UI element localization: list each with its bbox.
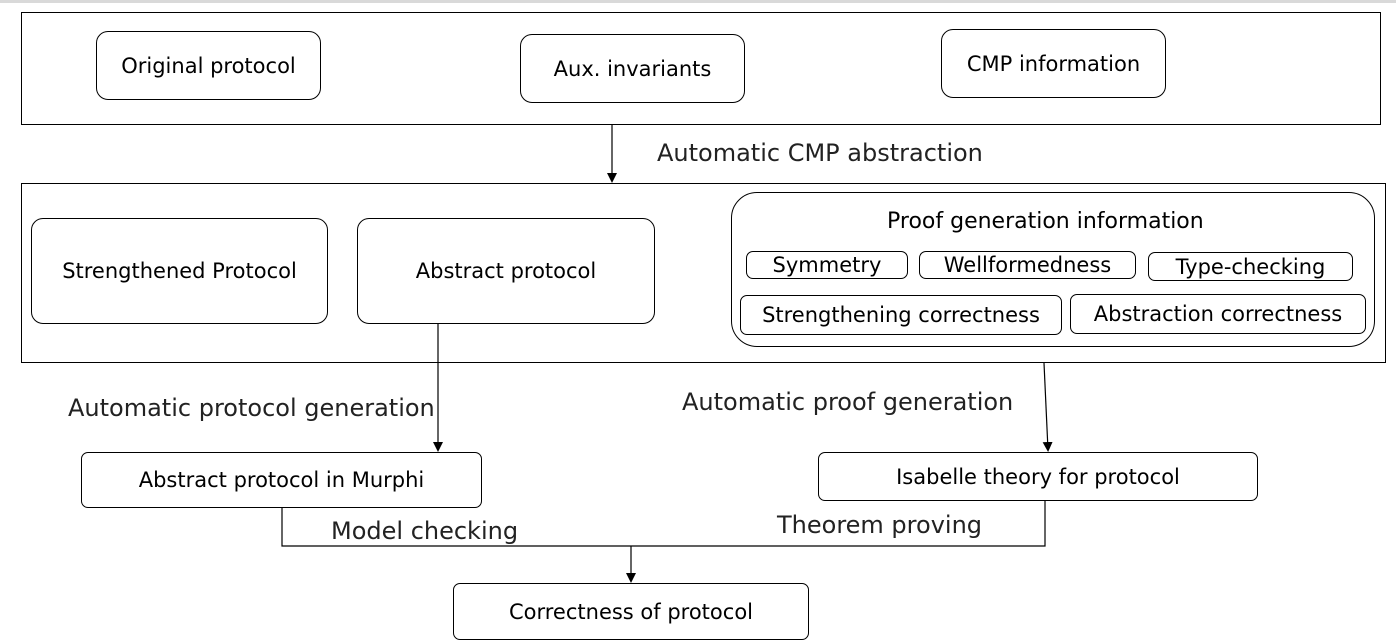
type-checking-box: Type-checking — [1148, 252, 1353, 281]
original-protocol-box: Original protocol — [96, 31, 321, 100]
theorem-proving-label: Theorem proving — [777, 511, 983, 539]
strengthening-correctness-box: Strengthening correctness — [740, 295, 1062, 335]
protocol-generation-label: Automatic protocol generation — [68, 394, 435, 422]
proof-generation-label: Automatic proof generation — [682, 388, 1014, 416]
top-border — [0, 0, 1396, 3]
model-checking-label: Model checking — [331, 517, 519, 545]
cmp-abstraction-label: Automatic CMP abstraction — [657, 139, 983, 167]
abstraction-correctness-box: Abstraction correctness — [1070, 294, 1366, 334]
proof-info-title: Proof generation information — [887, 209, 1204, 234]
murphi-protocol-box: Abstract protocol in Murphi — [81, 452, 482, 508]
isabelle-theory-box: Isabelle theory for protocol — [818, 452, 1258, 501]
aux-invariants-box: Aux. invariants — [520, 34, 745, 103]
strengthened-protocol-box: Strengthened Protocol — [31, 218, 328, 324]
abstract-protocol-box: Abstract protocol — [357, 218, 655, 324]
cmp-information-box: CMP information — [941, 29, 1166, 98]
arrow-proof-to-isabelle — [1042, 362, 1053, 452]
correctness-box: Correctness of protocol — [453, 583, 809, 640]
wellformedness-box: Wellformedness — [919, 251, 1136, 279]
merge-line — [281, 501, 1046, 547]
symmetry-box: Symmetry — [746, 251, 908, 279]
